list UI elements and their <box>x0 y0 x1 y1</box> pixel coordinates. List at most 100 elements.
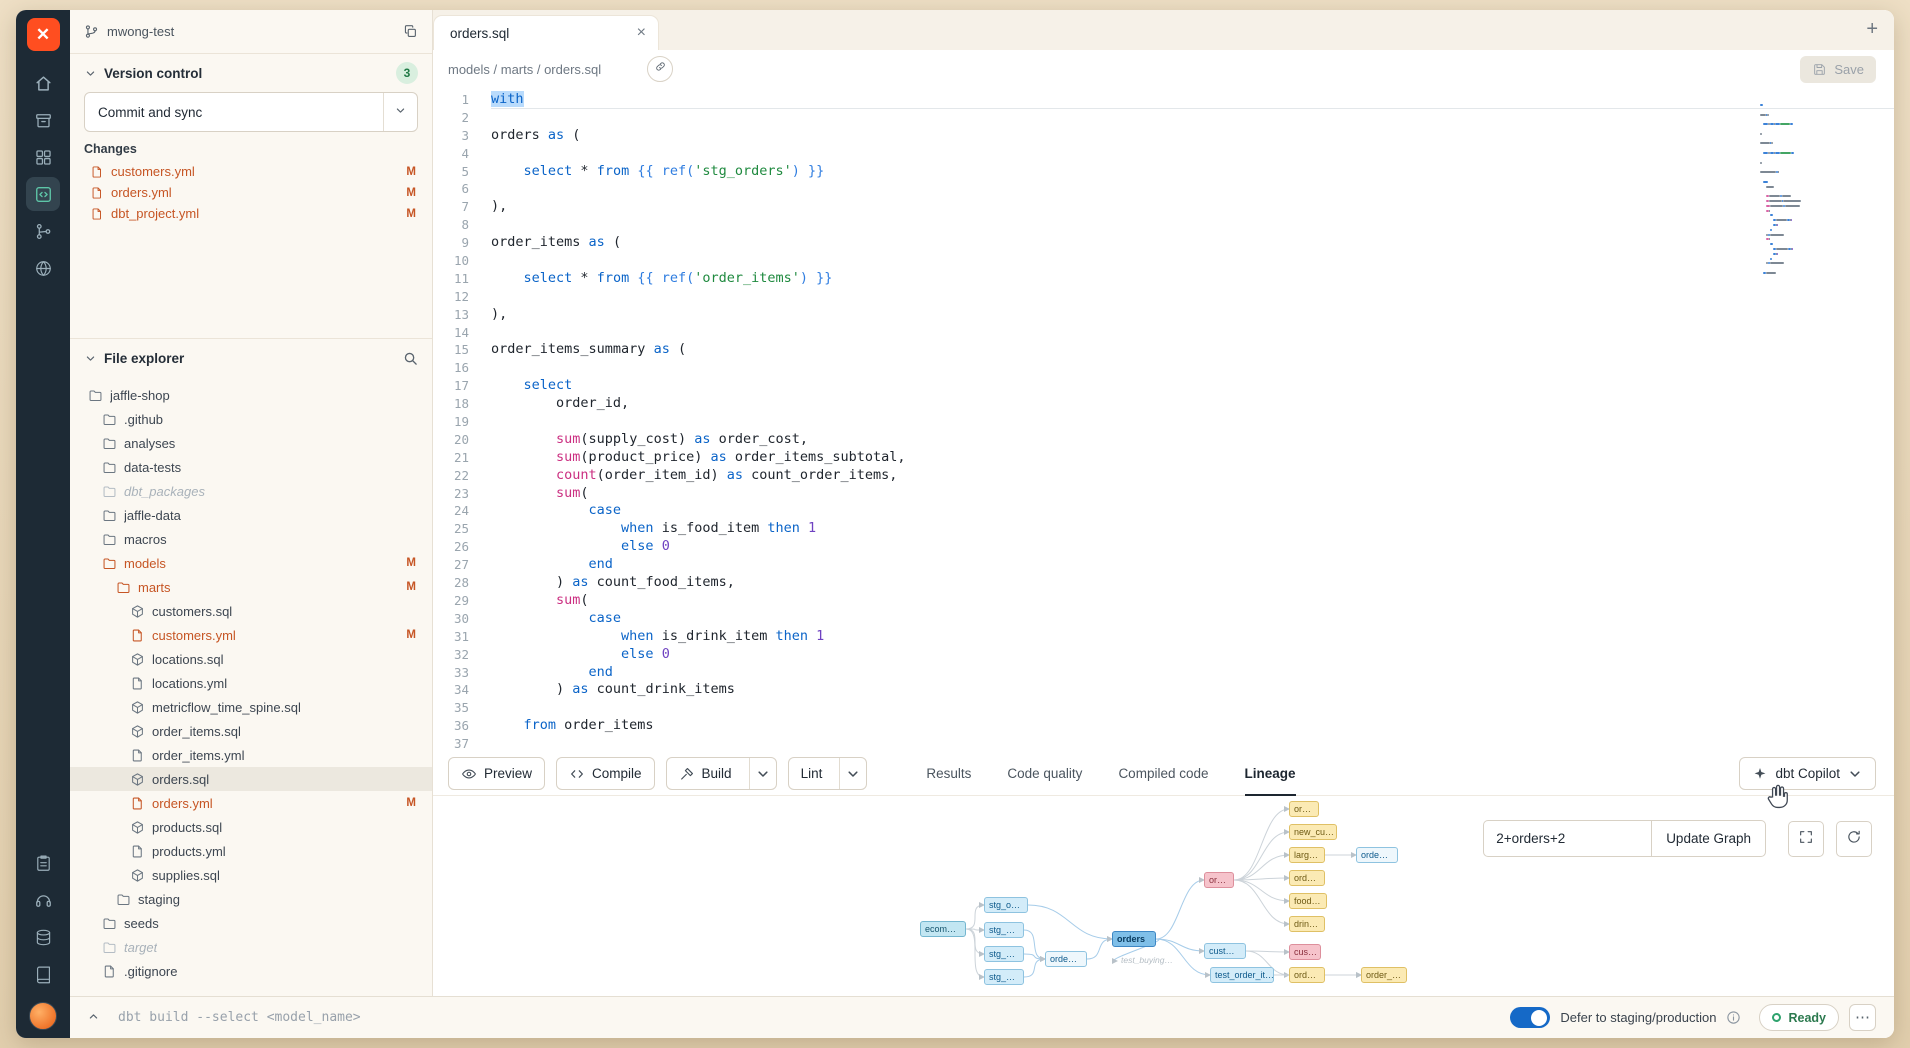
code-line-7[interactable]: 7), <box>461 198 508 215</box>
code-line-34[interactable]: 34 ) as count_drink_items <box>453 681 735 698</box>
info-icon[interactable] <box>1726 1010 1741 1025</box>
tree-item-locations.yml[interactable]: locations.yml <box>70 671 432 695</box>
lineage-node-stg_[interactable]: stg_… <box>984 922 1024 938</box>
preview-button[interactable]: Preview <box>448 757 546 790</box>
dbt-copilot-button[interactable]: dbt Copilot <box>1739 757 1876 790</box>
code-line-4[interactable]: 4 <box>461 145 469 161</box>
update-graph-button[interactable]: Update Graph <box>1651 820 1766 857</box>
home-icon[interactable] <box>26 66 60 100</box>
tree-item-order_items.yml[interactable]: order_items.yml <box>70 743 432 767</box>
code-line-28[interactable]: 28 ) as count_food_items, <box>453 574 735 591</box>
code-line-13[interactable]: 13), <box>453 305 508 322</box>
tree-item-analyses[interactable]: analyses <box>70 431 432 455</box>
code-line-2[interactable]: 2 <box>461 109 469 125</box>
tree-item-jaffle-shop[interactable]: jaffle-shop <box>70 383 432 407</box>
code-line-37[interactable]: 37 <box>453 736 469 752</box>
code-line-17[interactable]: 17 select <box>453 377 573 394</box>
tree-item-.gitignore[interactable]: .gitignore <box>70 959 432 983</box>
copy-icon[interactable] <box>403 24 418 39</box>
branch-selector[interactable]: mwong-test <box>70 10 432 54</box>
lineage-node-larg[interactable]: larg… <box>1289 847 1325 863</box>
code-line-16[interactable]: 16 <box>453 360 469 376</box>
code-line-19[interactable]: 19 <box>453 414 469 430</box>
tree-item-dbt_packages[interactable]: dbt_packages <box>70 479 432 503</box>
code-line-6[interactable]: 6 <box>461 181 469 197</box>
grid-icon[interactable] <box>26 140 60 174</box>
code-line-32[interactable]: 32 else 0 <box>453 645 670 662</box>
code-line-8[interactable]: 8 <box>461 217 469 233</box>
archive-icon[interactable] <box>26 103 60 137</box>
fullscreen-button[interactable] <box>1788 820 1824 857</box>
lineage-node-orde[interactable]: orde… <box>1045 951 1087 967</box>
tab-results[interactable]: Results <box>926 766 972 781</box>
commit-options-chevron[interactable] <box>383 93 417 131</box>
new-tab-button[interactable]: + <box>1866 18 1878 40</box>
refresh-button[interactable] <box>1836 820 1872 857</box>
tree-item-jaffle-data[interactable]: jaffle-data <box>70 503 432 527</box>
lineage-node-or[interactable]: or… <box>1204 872 1234 888</box>
build-button[interactable]: Build <box>665 757 777 790</box>
tree-item-metricflow_time_spine.sql[interactable]: metricflow_time_spine.sql <box>70 695 432 719</box>
code-line-31[interactable]: 31 when is_drink_item then 1 <box>453 627 825 644</box>
code-line-25[interactable]: 25 when is_food_item then 1 <box>453 520 817 537</box>
code-line-26[interactable]: 26 else 0 <box>453 538 670 555</box>
tree-item-macros[interactable]: macros <box>70 527 432 551</box>
code-line-22[interactable]: 22 count(order_item_id) as count_order_i… <box>453 466 898 483</box>
lint-options-chevron[interactable] <box>839 758 866 789</box>
tree-item-staging[interactable]: staging <box>70 887 432 911</box>
minimap[interactable] <box>1760 104 1824 281</box>
lineage-node-new_cu[interactable]: new_cu… <box>1289 824 1337 840</box>
merge-icon[interactable] <box>26 214 60 248</box>
lineage-selector-input[interactable] <box>1483 820 1652 857</box>
database-icon[interactable] <box>26 920 60 954</box>
lineage-node-cus[interactable]: cus… <box>1289 944 1321 960</box>
tree-item-customers.sql[interactable]: customers.sql <box>70 599 432 623</box>
tab-code-quality[interactable]: Code quality <box>1007 766 1083 781</box>
version-control-header[interactable]: Version control 3 <box>70 54 432 92</box>
tree-item-.github[interactable]: .github <box>70 407 432 431</box>
tree-item-target[interactable]: target <box>70 935 432 959</box>
dbt-logo[interactable]: ✕ <box>26 18 60 51</box>
lineage-node-drin[interactable]: drin… <box>1289 916 1325 932</box>
code-line-12[interactable]: 12 <box>453 288 469 304</box>
lineage-node-stg_[interactable]: stg_… <box>984 969 1024 985</box>
expand-command-bar-chevron[interactable] <box>82 1007 104 1029</box>
search-icon[interactable] <box>403 351 418 366</box>
tree-item-order_items.sql[interactable]: order_items.sql <box>70 719 432 743</box>
lineage-node-stg_o[interactable]: stg_o… <box>984 897 1028 913</box>
lineage-node-ord[interactable]: ord… <box>1289 870 1325 886</box>
tab-orders-sql[interactable]: orders.sql × <box>433 15 659 50</box>
code-line-23[interactable]: 23 sum( <box>453 484 589 501</box>
code-line-18[interactable]: 18 order_id, <box>453 395 630 412</box>
command-input[interactable]: dbt build --select <model_name> <box>118 1010 361 1025</box>
lineage-node-or[interactable]: or… <box>1289 801 1319 817</box>
headset-icon[interactable] <box>26 883 60 917</box>
code-line-33[interactable]: 33 end <box>453 663 613 680</box>
tree-item-locations.sql[interactable]: locations.sql <box>70 647 432 671</box>
code-line-27[interactable]: 27 end <box>453 556 613 573</box>
code-line-14[interactable]: 14 <box>453 324 469 340</box>
code-line-30[interactable]: 30 case <box>453 609 622 626</box>
code-line-10[interactable]: 10 <box>453 253 469 269</box>
tab-compiled-code[interactable]: Compiled code <box>1118 766 1209 781</box>
lineage-node-orders[interactable]: orders <box>1112 931 1156 947</box>
user-avatar[interactable] <box>29 1002 57 1030</box>
tree-item-supplies.sql[interactable]: supplies.sql <box>70 863 432 887</box>
code-line-35[interactable]: 35 <box>453 700 469 716</box>
tree-item-data-tests[interactable]: data-tests <box>70 455 432 479</box>
compile-button[interactable]: Compile <box>556 757 655 790</box>
code-line-29[interactable]: 29 sum( <box>453 591 589 608</box>
lineage-node-stg_[interactable]: stg_… <box>984 946 1024 962</box>
lineage-node-ord[interactable]: ord… <box>1289 967 1325 983</box>
code-line-24[interactable]: 24 case <box>453 502 622 519</box>
tree-item-seeds[interactable]: seeds <box>70 911 432 935</box>
lineage-node-orde[interactable]: orde… <box>1356 847 1398 863</box>
